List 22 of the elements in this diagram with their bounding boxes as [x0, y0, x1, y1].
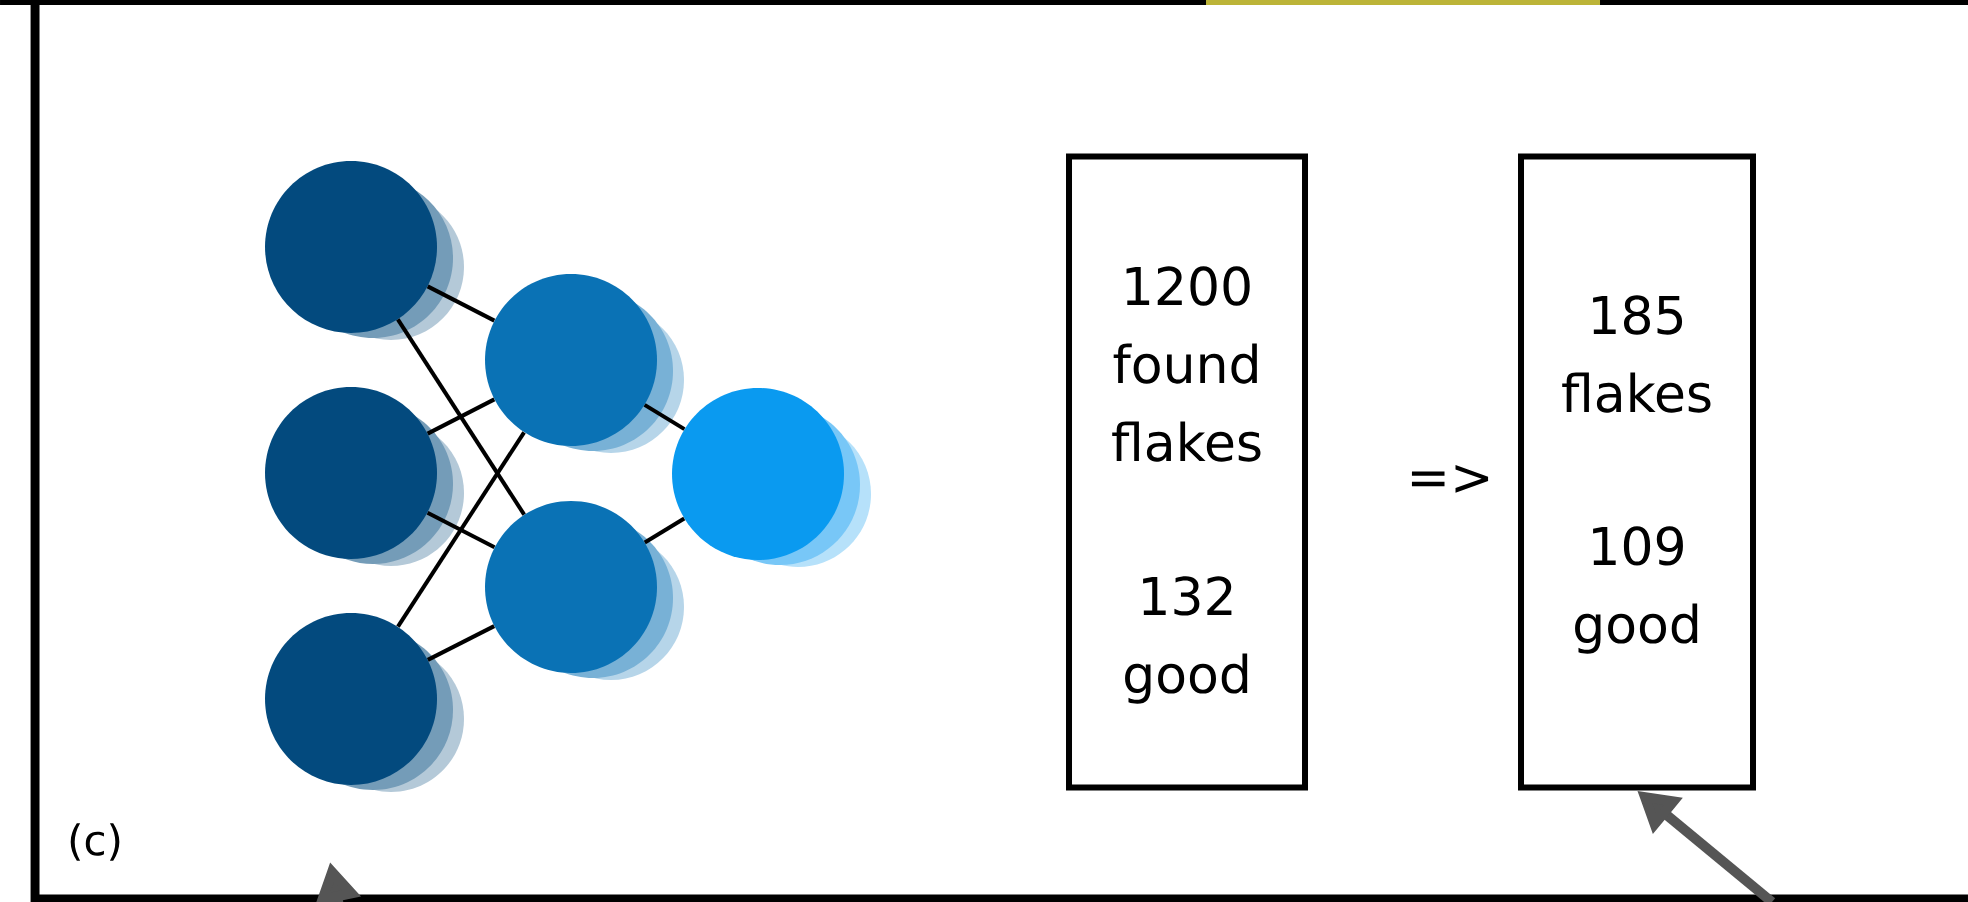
connection-line	[426, 284, 496, 323]
connection-line	[426, 397, 496, 436]
connection-line	[643, 516, 686, 545]
connection-line	[426, 624, 496, 662]
connection-line	[426, 510, 496, 550]
neuron-circle	[485, 274, 684, 453]
count-text: 109 good	[1575, 526, 1698, 654]
panel-letter: (c)	[70, 823, 120, 861]
count-box	[1066, 153, 1308, 791]
neuron-circle	[265, 613, 464, 792]
neuron-circle	[265, 161, 464, 340]
count-text: 132 good	[1125, 576, 1248, 704]
count-box	[1518, 153, 1756, 791]
connection-line	[396, 318, 526, 516]
connection-line	[396, 431, 526, 628]
neuron-circle	[485, 501, 684, 680]
count-text: 185 flakes	[1562, 295, 1711, 413]
connection-line	[643, 403, 686, 431]
neuron-circle	[672, 388, 871, 567]
arrow-text: =>	[1411, 464, 1489, 493]
count-text: 1200 found flakes	[1112, 266, 1261, 462]
neuron-circle	[265, 387, 464, 566]
